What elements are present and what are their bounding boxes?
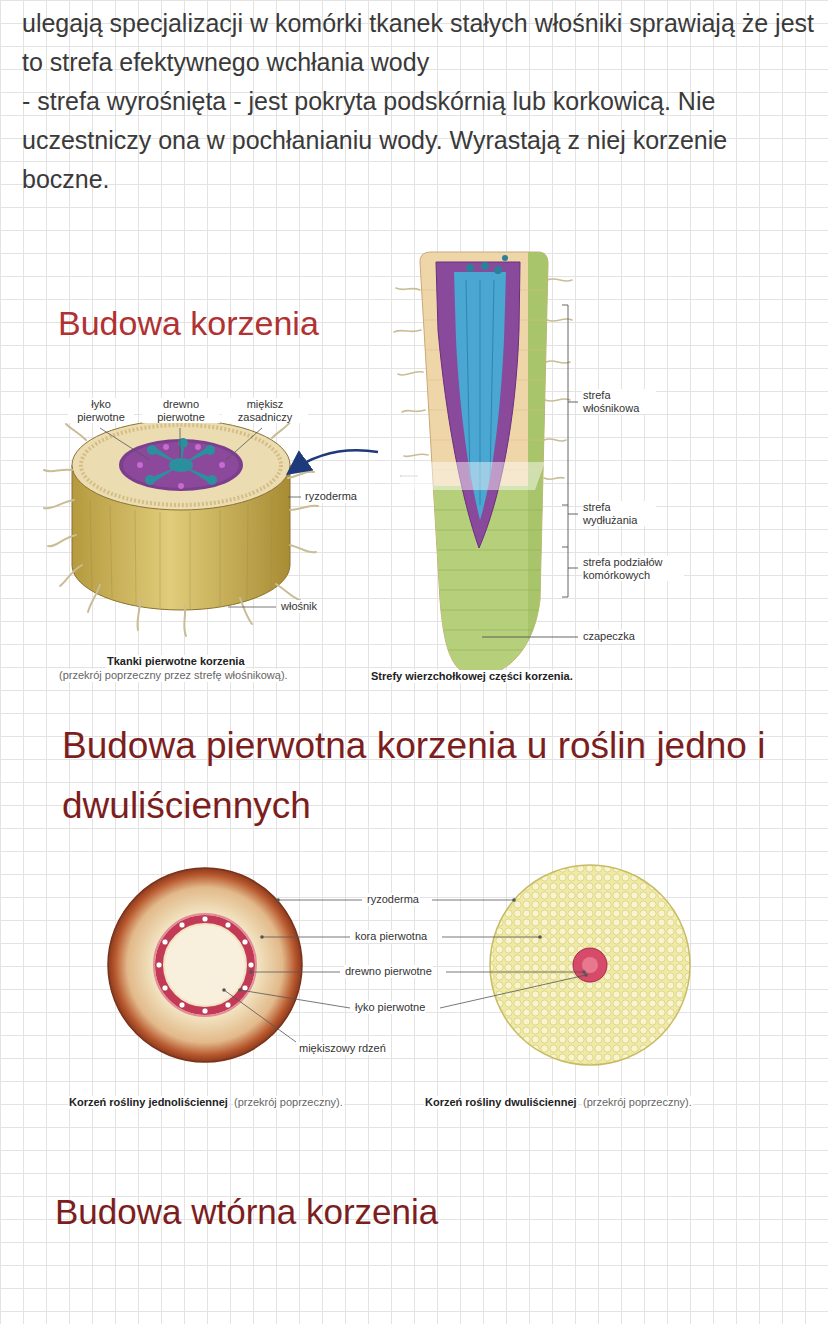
part-label: ryzoderma <box>304 490 358 503</box>
figure-caption: Strefy wierzchołkowej części korzenia. <box>370 670 574 683</box>
part-label: kora pierwotna <box>354 930 428 943</box>
root-cross-section-3d <box>44 420 318 636</box>
zone-label: strefa podziałów komórkowych <box>582 556 684 581</box>
part-label: włośnik <box>280 600 318 613</box>
part-label: ryzoderma <box>366 893 420 906</box>
monocot-root-section <box>108 868 302 1062</box>
part-label: miękiszowy rdzeń <box>298 1042 387 1055</box>
leader-lines <box>100 428 301 607</box>
dicot-root-section <box>490 865 690 1065</box>
zone-label: strefa włośnikowa <box>582 389 656 414</box>
figure-caption: (przekrój poprzeczny). <box>233 1096 344 1109</box>
part-label: drewno pierwotne <box>344 965 433 978</box>
part-label: miękisz zasadniczy <box>222 398 308 423</box>
figure-caption: (przekrój poprzeczny). <box>582 1096 693 1109</box>
part-label: łyko pierwotne <box>68 398 134 423</box>
pointer-arrow <box>290 450 378 472</box>
root-tip <box>394 250 572 690</box>
figure-caption: Korzeń rośliny jednoliściennej <box>68 1096 229 1109</box>
figure-caption: Tkanki pierwotne korzenia <box>106 655 246 668</box>
part-label: drewno pierwotne <box>142 398 220 423</box>
section-heading: Budowa wtórna korzenia <box>55 1192 438 1232</box>
zone-label: strefa wydłużania <box>582 501 656 526</box>
note-text: ulegają specjalizacji w komórki tkanek s… <box>22 4 818 82</box>
leader-lines <box>224 900 586 1042</box>
figure-caption: (przekrój poprzeczny przez strefę włośni… <box>58 669 289 682</box>
zone-bracket <box>482 305 578 637</box>
figure-caption: Korzeń rośliny dwuliściennej <box>424 1096 578 1109</box>
part-label: czapeczka <box>582 630 636 643</box>
section-heading: Budowa korzenia <box>58 304 319 343</box>
section-heading: Budowa pierwotna korzenia u roślin jedno… <box>62 716 802 836</box>
leader-dots <box>222 898 588 992</box>
part-label: łyko pierwotne <box>354 1001 426 1014</box>
note-text: - strefa wyrośnięta - jest pokryta podsk… <box>22 82 818 199</box>
